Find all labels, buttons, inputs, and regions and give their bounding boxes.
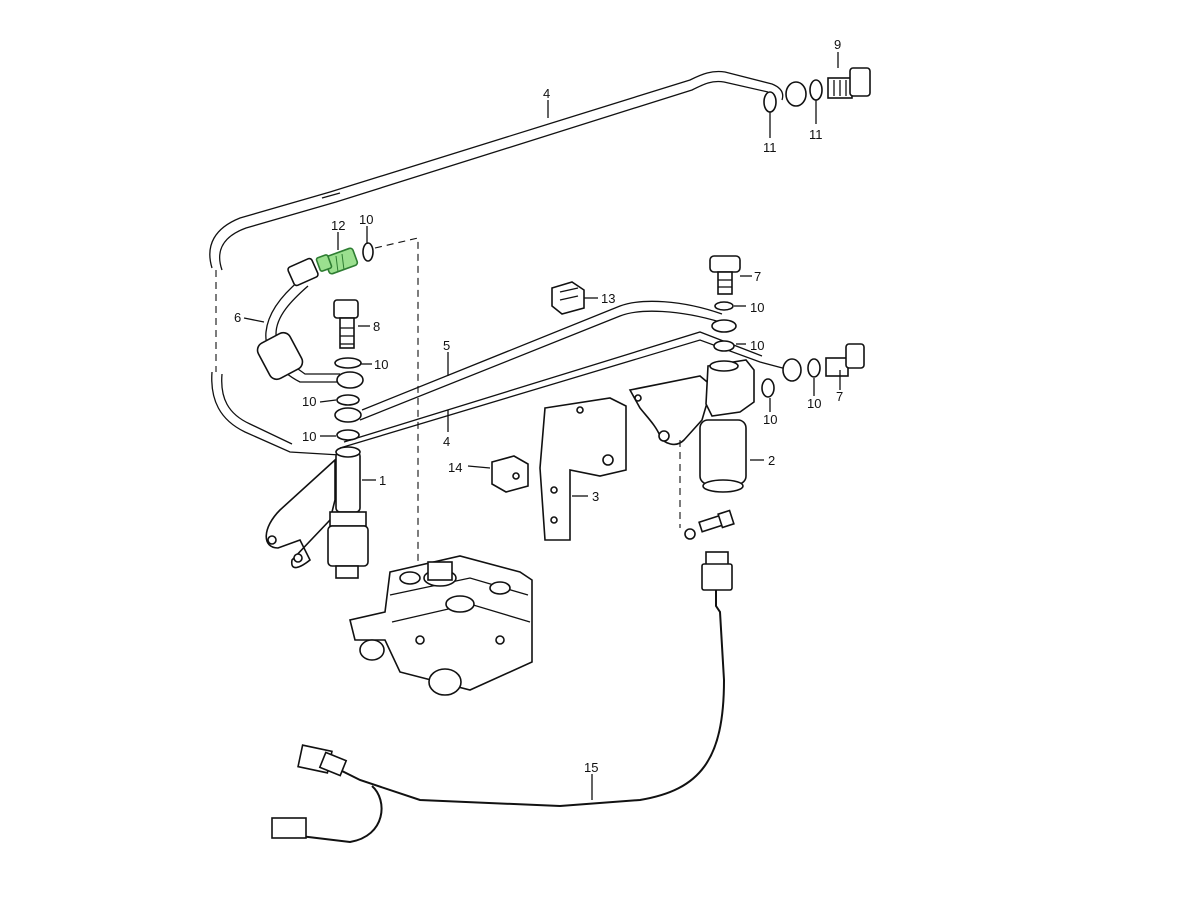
label-9: 9 — [834, 37, 841, 52]
label-8: 8 — [373, 319, 380, 334]
clamp-block-14 — [491, 455, 529, 493]
banjo-bolt-8 — [333, 299, 359, 349]
washer-10-top — [362, 242, 374, 262]
label-12: 12 — [331, 218, 345, 233]
label-10-left-3: 10 — [302, 429, 316, 444]
bolt-and-nut-small — [684, 509, 735, 540]
label-11-left: 11 — [763, 140, 777, 155]
label-15: 15 — [584, 760, 598, 775]
pressure-sensor-1 — [265, 446, 369, 579]
label-10-right-4: 10 — [807, 396, 821, 411]
washer-10-left-1 — [334, 357, 362, 369]
label-13: 13 — [601, 291, 615, 306]
label-10-left-2: 10 — [302, 394, 316, 409]
line-clip-13 — [551, 281, 585, 315]
hose-fitting-nut — [287, 257, 319, 287]
fuel-distributor-body — [349, 555, 533, 696]
label-3: 3 — [592, 489, 599, 504]
banjo-eye-left — [334, 407, 362, 423]
label-7-right: 7 — [836, 389, 843, 404]
connector-fitting-12 — [315, 247, 359, 275]
flexible-hose-6 — [256, 257, 364, 389]
label-5: 5 — [443, 338, 450, 353]
label-10-right-1: 10 — [750, 300, 764, 315]
washer-10-left-2 — [336, 394, 360, 406]
washer-10-right-1 — [714, 301, 734, 311]
label-2: 2 — [768, 453, 775, 468]
label-10-right-3: 10 — [763, 412, 777, 427]
brake-line-5 — [359, 300, 723, 421]
brake-line-4-lower — [211, 331, 791, 456]
washer-10-left-3 — [336, 429, 360, 441]
banjo-fitting-right — [761, 343, 865, 398]
label-4-top: 4 — [543, 86, 550, 101]
label-4-mid: 4 — [443, 434, 450, 449]
label-1: 1 — [379, 473, 386, 488]
leader-lines — [243, 52, 841, 800]
label-10-left-1: 10 — [374, 357, 388, 372]
banjo-fitting-top-right — [763, 67, 871, 113]
label-14: 14 — [448, 460, 462, 475]
label-10-right-2: 10 — [750, 338, 764, 353]
pressure-sensor-2 — [628, 359, 755, 493]
label-11-right: 11 — [809, 127, 823, 142]
label-7-upper: 7 — [754, 269, 761, 284]
banjo-bolt-7-upper — [709, 255, 741, 295]
label-6: 6 — [234, 310, 241, 325]
part-labels: 4 9 11 11 12 10 6 8 10 10 10 5 4 1 13 7 … — [234, 37, 843, 775]
washer-10-right-3 — [713, 340, 735, 352]
mounting-bracket-3 — [539, 397, 627, 541]
label-10-top: 10 — [359, 212, 373, 227]
alignment-dash-12 — [374, 237, 419, 590]
washer-10-right-2 — [711, 319, 737, 333]
brake-line-4-upper — [209, 70, 784, 271]
wiring-harness-15 — [271, 551, 733, 844]
